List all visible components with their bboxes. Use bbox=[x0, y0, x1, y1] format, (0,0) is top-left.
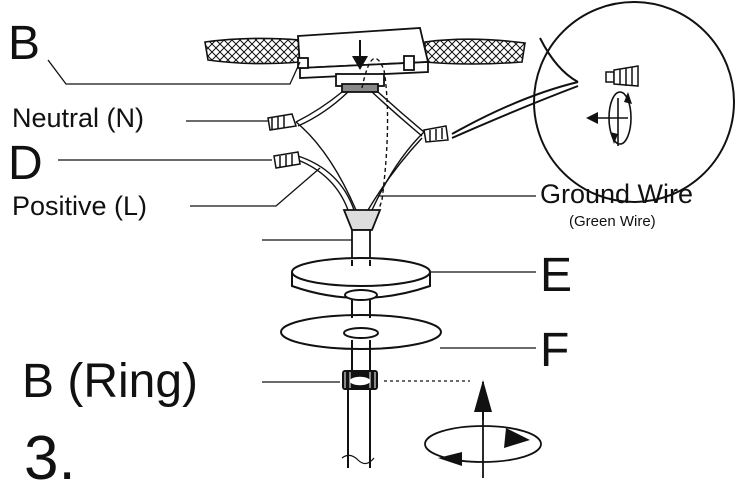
step-number: 3. bbox=[24, 424, 76, 493]
label-d: D bbox=[8, 137, 43, 190]
ring-b bbox=[342, 370, 378, 390]
wire-nut-positive bbox=[273, 151, 301, 169]
detail-magnifier bbox=[451, 1, 735, 203]
label-b-top: B bbox=[8, 17, 41, 70]
detail-wire-nut bbox=[605, 65, 639, 87]
rotate-arrowhead-icon bbox=[610, 132, 618, 144]
label-neutral: Neutral (N) bbox=[12, 103, 145, 133]
rotate-arrowhead-icon bbox=[624, 92, 632, 104]
label-ground-wire: Ground Wire bbox=[540, 179, 694, 209]
leader-lines bbox=[47, 59, 536, 383]
plate-f bbox=[280, 314, 442, 350]
label-b-ring: B (Ring) bbox=[22, 355, 199, 408]
arrow-head-icon bbox=[352, 56, 368, 70]
mounting-box bbox=[297, 27, 430, 93]
up-arrow-icon bbox=[474, 380, 492, 412]
wire-nut-neutral bbox=[267, 113, 297, 131]
detail-rotate-icon bbox=[596, 91, 632, 146]
canopy-e bbox=[291, 257, 431, 301]
ceiling bbox=[204, 37, 526, 65]
rotate-arrow-icon bbox=[384, 380, 542, 478]
label-green-wire: (Green Wire) bbox=[569, 213, 656, 230]
left-arrow-icon bbox=[586, 112, 598, 124]
rotate-arrowhead-icon bbox=[438, 452, 462, 466]
stem-collar bbox=[342, 209, 382, 261]
rotate-arrowhead-icon bbox=[504, 428, 530, 448]
label-f: F bbox=[540, 324, 570, 377]
stem bbox=[341, 260, 375, 468]
label-e: E bbox=[540, 249, 573, 302]
wire-nut-right bbox=[423, 125, 449, 143]
wires bbox=[295, 91, 425, 211]
label-positive: Positive (L) bbox=[12, 191, 148, 221]
